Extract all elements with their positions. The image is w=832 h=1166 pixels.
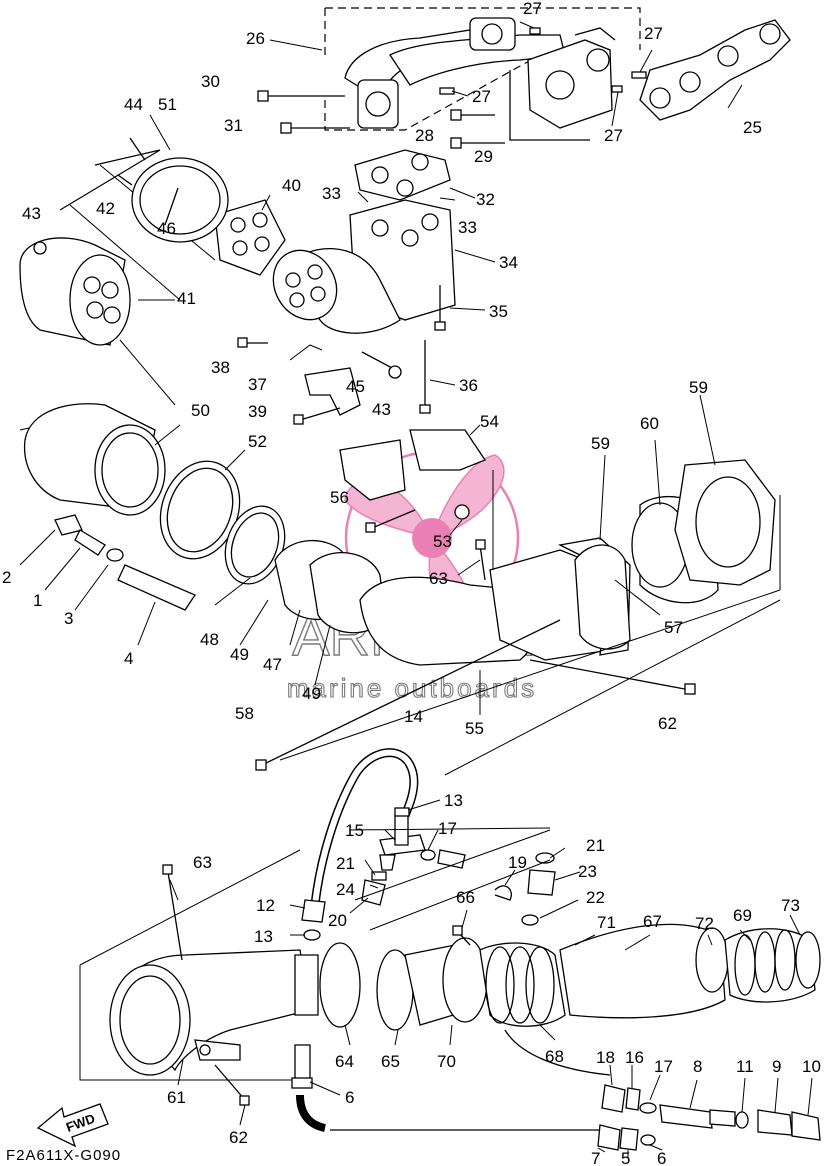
part-label: 21 [336,854,355,873]
part-label: 57 [664,618,683,637]
part-label: 40 [282,176,301,195]
part-label: 66 [456,888,475,907]
water-outlet-hose-assembly [291,1029,821,1158]
part-label: 38 [211,358,230,377]
part-label: 31 [224,116,243,135]
part-label: 53 [433,532,452,551]
part-label: 43 [372,400,391,419]
part-label: 14 [404,707,423,726]
part-label: 13 [254,927,273,946]
part-label: 3 [64,609,73,628]
part-label: 5 [621,1149,630,1166]
exhaust-pipe-assembly [79,849,821,1126]
part-label: 34 [499,253,518,272]
part-label: 59 [591,434,610,453]
part-label: 27 [604,126,623,145]
part-label: 35 [489,302,508,321]
part-label: 62 [229,1128,248,1147]
part-label: 33 [322,184,341,203]
part-label: 17 [438,819,457,838]
part-label: 2 [2,568,11,587]
part-label: 20 [328,911,347,930]
part-label: 54 [480,412,499,431]
part-label: 8 [693,1057,702,1076]
part-label: 11 [736,1057,754,1076]
part-label: 52 [248,432,267,451]
exhaust-manifold-assembly [257,7,791,149]
part-label: 21 [586,836,605,855]
part-label: 33 [458,218,477,237]
part-label: 16 [625,1048,644,1067]
diagram-code: F2A611X-G090 [6,1147,121,1164]
part-label: 67 [643,912,662,931]
part-label: 62 [658,714,677,733]
water-box-assembly [214,394,781,776]
part-label: 61 [167,1088,186,1107]
part-label: 10 [802,1057,821,1076]
part-label: 19 [508,853,527,872]
part-label: 73 [781,896,800,915]
cooling-hose-assembly [289,748,581,941]
part-label: 49 [230,645,249,664]
part-label: 55 [465,719,484,738]
part-label: 32 [476,190,495,209]
part-label: 64 [335,1052,354,1071]
part-label: 41 [177,289,196,308]
part-label: 63 [193,853,212,872]
part-label: 30 [201,72,220,91]
part-label: 47 [263,655,282,674]
part-label: 24 [336,880,355,899]
part-label: 9 [772,1057,781,1076]
part-label: 15 [345,821,364,840]
watermark-tagline: marine outboards [287,673,537,703]
part-label: 36 [459,376,478,395]
part-label: 60 [640,414,659,433]
part-label: 6 [345,1088,354,1107]
part-label: 29 [474,147,493,166]
part-label: 50 [191,401,210,420]
part-label: 51 [158,95,177,114]
part-label: 48 [200,630,219,649]
part-label: 4 [124,649,133,668]
exhaust-adapter-assembly [214,149,496,425]
part-label: 27 [472,87,491,106]
part-label: 63 [429,569,448,588]
part-label: 49 [302,684,321,703]
part-label: 71 [597,913,616,932]
part-label: 26 [246,29,265,48]
part-label: 46 [157,219,176,238]
forward-direction-icon: FWD [36,1103,109,1148]
part-label: 69 [733,906,752,925]
part-label: 28 [415,126,434,145]
muffler-assembly [19,114,229,346]
part-label: 22 [586,888,605,907]
part-label: 1 [33,591,42,610]
part-label: 58 [235,704,254,723]
part-label: 56 [330,488,349,507]
part-label: 43 [22,204,41,223]
part-label: 68 [545,1047,564,1066]
part-label: 17 [654,1057,673,1076]
part-label: 59 [689,378,708,397]
part-label: 12 [256,896,275,915]
part-label: 25 [743,118,762,137]
part-label: 27 [523,0,542,18]
muffler-body-assembly [19,339,246,646]
part-label: 13 [444,791,463,810]
part-label: 18 [596,1048,615,1067]
part-label: 72 [695,914,714,933]
part-label: 45 [346,377,365,396]
part-label: 37 [248,375,267,394]
part-label: 44 [124,95,143,114]
part-label: 70 [437,1052,456,1071]
part-label: 6 [657,1149,666,1166]
part-label: 65 [381,1052,400,1071]
part-label: 7 [591,1149,600,1166]
part-label: 23 [578,862,597,881]
part-label: 42 [96,199,115,218]
part-label: 27 [644,24,663,43]
part-label: 39 [248,402,267,421]
